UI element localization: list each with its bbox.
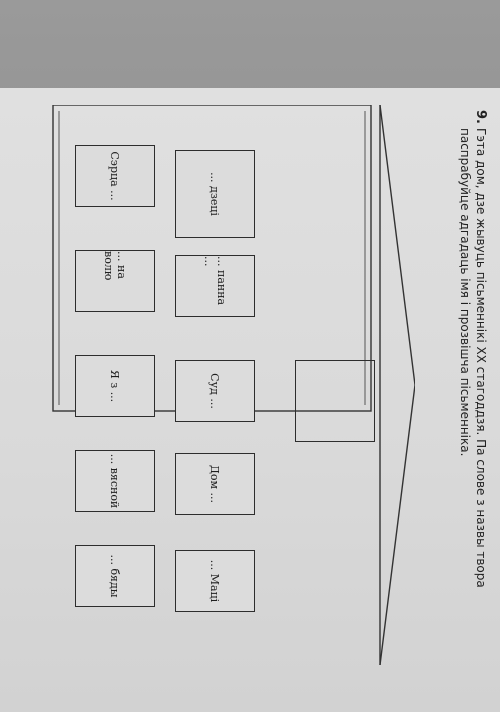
book-title: Сэрца ... xyxy=(108,151,122,201)
book-box-8: Суд ... xyxy=(175,360,255,422)
book-title: ... дзеці xyxy=(208,172,222,216)
book-box-1: Сэрца ... xyxy=(75,145,155,207)
book-title: Я з ... xyxy=(108,369,122,403)
book-box-11 xyxy=(295,360,375,442)
house-diagram: Сэрца ... ... на волю Я з ... ... вясной… xyxy=(45,105,415,665)
book-title: ... панна ... xyxy=(202,256,228,306)
roof-line xyxy=(379,105,415,665)
book-title: Суд ... xyxy=(208,373,222,409)
book-box-5: ... бяды xyxy=(75,545,155,607)
task-text-line-1: Гэта дом, дзе жывуць пісьменнікі XX стаг… xyxy=(474,128,488,588)
book-box-3: Я з ... xyxy=(75,355,155,417)
book-box-4: ... вясной xyxy=(75,450,155,512)
book-title: ... на волю xyxy=(102,251,128,281)
book-title: Дом ... xyxy=(208,464,222,504)
book-title: ... бяды xyxy=(108,554,122,598)
book-box-7: ... панна ... xyxy=(175,255,255,317)
task-text-line-2: паспрабуйце адгадаць імя і прозвішча піс… xyxy=(458,128,472,457)
book-title: ... вясной xyxy=(108,453,122,509)
book-box-10: ... Маці xyxy=(175,550,255,612)
book-box-6: ... дзеці xyxy=(175,150,255,238)
task-number: 9. xyxy=(473,110,488,124)
book-box-2: ... на волю xyxy=(75,250,155,312)
book-title: ... Маці xyxy=(208,559,222,603)
book-box-9: Дом ... xyxy=(175,453,255,515)
